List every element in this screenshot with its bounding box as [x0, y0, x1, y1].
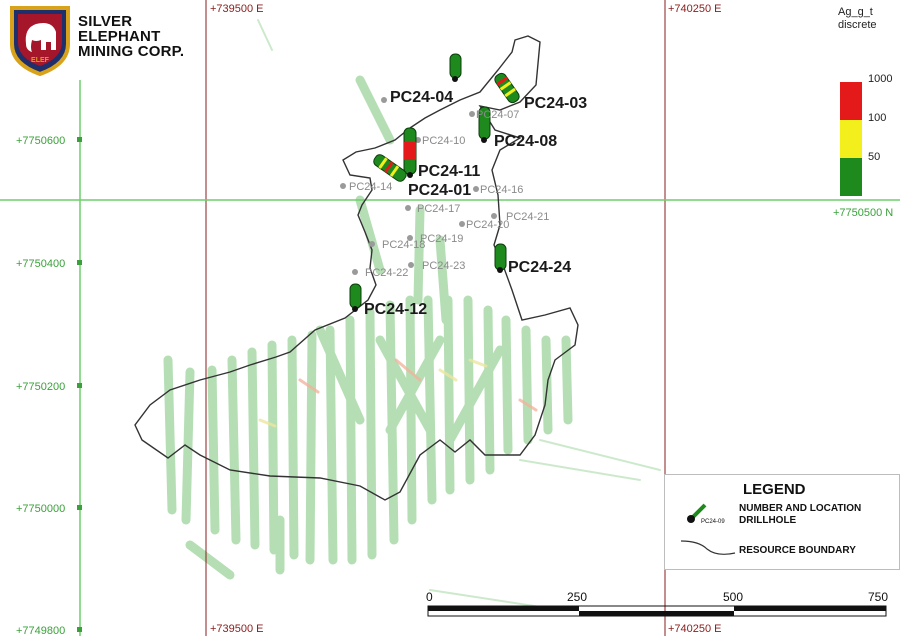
- drillhole-pc24-01-marker[interactable]: [403, 127, 417, 178]
- drillhole-pc24-08-marker[interactable]: [478, 106, 491, 143]
- label-pc24-20: PC24-20: [466, 219, 509, 231]
- label-pc24-03: PC24-03: [524, 95, 587, 112]
- elephant-shield-icon: ELEF: [10, 6, 70, 77]
- grade-color-scale: 1000 100 50: [840, 73, 892, 196]
- resource-boundary: [134, 35, 579, 501]
- easting-bottom-1: +739500 E: [210, 623, 264, 635]
- northing-1: +7750600: [16, 135, 65, 147]
- company-name: SILVER ELEPHANT MINING CORP.: [78, 14, 184, 59]
- map-legend: LEGEND PC24-09 NUMBER AND LOCATION DRILL…: [664, 474, 900, 570]
- scale-tick-100: 100: [868, 112, 886, 124]
- scale-label-500: 500: [723, 590, 744, 604]
- company-name-line2: ELEPHANT: [78, 28, 161, 45]
- logo-badge-text: ELEF: [31, 57, 50, 64]
- label-pc24-04: PC24-04: [390, 89, 453, 106]
- label-pc24-21: PC24-21: [506, 211, 549, 223]
- drillhole-pc24-24-marker[interactable]: [494, 243, 507, 273]
- label-pc24-14: PC24-14: [349, 181, 392, 193]
- company-name-line3: MINING CORP.: [78, 43, 185, 60]
- northing-4: +7750000: [16, 503, 65, 515]
- label-pc24-08: PC24-08: [494, 133, 557, 150]
- grade-scale-title-line2: discrete: [838, 19, 877, 31]
- label-pc24-07: PC24-07: [476, 109, 519, 121]
- northing-5: +7749800: [16, 625, 65, 636]
- northing-right: +7750500 N: [833, 207, 893, 219]
- scale-label-750: 750: [868, 590, 889, 604]
- legend-drillhole-line2: DRILLHOLE: [739, 515, 797, 526]
- grade-scale-title-line1: Ag_g_t: [838, 6, 873, 18]
- drillhole-legend-icon: PC24-09: [687, 503, 725, 525]
- drillhole-pc24-11-marker[interactable]: [372, 153, 408, 183]
- legend-sample-label: PC24-09: [701, 519, 725, 525]
- northing-2: +7750400: [16, 258, 65, 270]
- label-pc24-16: PC24-16: [480, 184, 523, 196]
- label-pc24-18: PC24-18: [382, 239, 425, 251]
- easting-top-2: +740250 E: [668, 3, 722, 15]
- scale-tick-1000: 1000: [868, 73, 892, 85]
- drillhole-pc24-04-marker[interactable]: [449, 53, 462, 82]
- easting-top-1: +739500 E: [210, 3, 264, 15]
- legend-title: LEGEND: [743, 481, 806, 498]
- label-pc24-24: PC24-24: [508, 259, 571, 276]
- label-pc24-11: PC24-11: [418, 163, 480, 180]
- label-pc24-01: PC24-01: [408, 182, 471, 199]
- distance-scale-bar: [427, 605, 887, 617]
- label-pc24-10: PC24-10: [422, 135, 465, 147]
- label-pc24-22: PC24-22: [365, 267, 408, 279]
- label-pc24-23: PC24-23: [422, 260, 465, 272]
- boundary-legend-icon: [680, 540, 736, 555]
- label-pc24-19: PC24-19: [420, 233, 463, 245]
- label-pc24-17: PC24-17: [417, 203, 460, 215]
- grade-scale-title: Ag_g_t discrete: [838, 6, 877, 32]
- drillhole-pc24-03-marker[interactable]: [493, 71, 521, 104]
- drillhole-pc24-12-marker[interactable]: [349, 283, 362, 312]
- legend-boundary-text: RESOURCE BOUNDARY: [739, 545, 856, 556]
- scale-tick-50: 50: [868, 151, 880, 163]
- company-logo: ELEF SILVER ELEPHANT MINING CORP.: [8, 4, 208, 78]
- scale-label-0: 0: [426, 590, 433, 604]
- scale-label-250: 250: [567, 590, 588, 604]
- easting-bottom-2: +740250 E: [668, 623, 722, 635]
- legend-drillhole-line1: NUMBER AND LOCATION: [739, 503, 862, 514]
- company-name-line1: SILVER: [78, 13, 133, 30]
- label-pc24-12: PC24-12: [364, 301, 427, 318]
- legend-drillhole-text: NUMBER AND LOCATION DRILLHOLE: [739, 503, 861, 527]
- historic-drill-traces: [163, 19, 661, 611]
- northing-3: +7750200: [16, 381, 65, 393]
